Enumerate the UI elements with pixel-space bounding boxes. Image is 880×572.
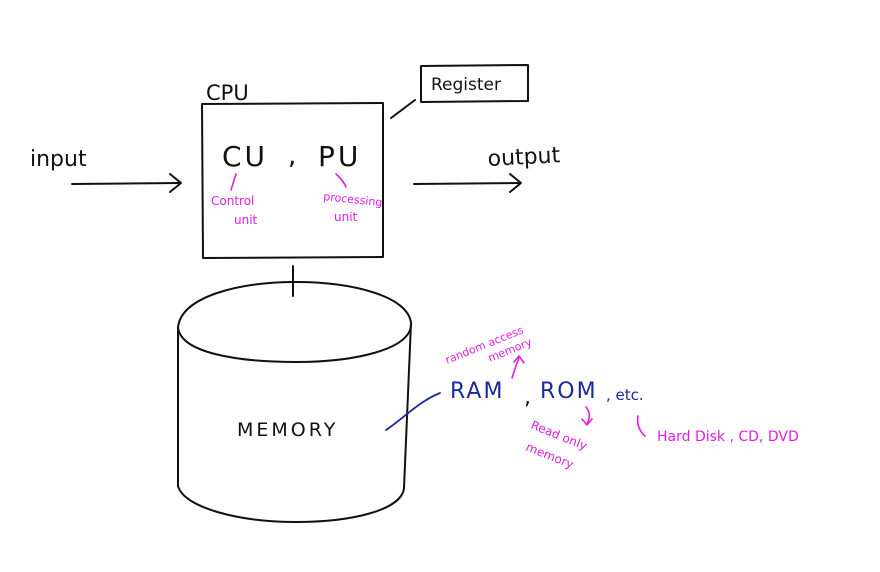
input-label: input — [30, 147, 87, 172]
pu-note-line1: processing — [323, 190, 383, 209]
pu-note-line2: unit — [334, 210, 358, 224]
etc-note: Hard Disk , CD, DVD — [657, 429, 799, 445]
etc-note-pointer — [636, 415, 646, 437]
cu-note-line1: Control — [211, 194, 254, 208]
ram-note-arrow — [511, 355, 525, 379]
cpu-comma: , — [288, 141, 296, 171]
cu-note-line2: unit — [234, 213, 258, 227]
cu-label: CU — [222, 140, 268, 173]
ram-rom-comma: , — [524, 385, 531, 410]
cpu-title: CPU — [206, 81, 249, 105]
input-arrow — [71, 173, 182, 193]
rom-label: ROM — [540, 379, 598, 404]
rom-note-arrow — [581, 406, 593, 426]
memory-types-connector — [385, 392, 441, 431]
register-box — [420, 64, 529, 103]
register-connector — [390, 99, 416, 119]
output-arrow — [413, 173, 522, 193]
pu-label: PU — [318, 140, 361, 173]
register-label: Register — [431, 75, 501, 95]
etc-label: , etc. — [606, 386, 644, 404]
memory-cylinder — [177, 281, 413, 523]
memory-label: MEMORY — [237, 419, 338, 441]
cu-note-pointer — [230, 173, 237, 191]
pu-note-pointer — [335, 173, 347, 188]
output-label: output — [487, 143, 561, 172]
cpu-box — [201, 102, 384, 259]
ram-label: RAM — [450, 379, 504, 404]
